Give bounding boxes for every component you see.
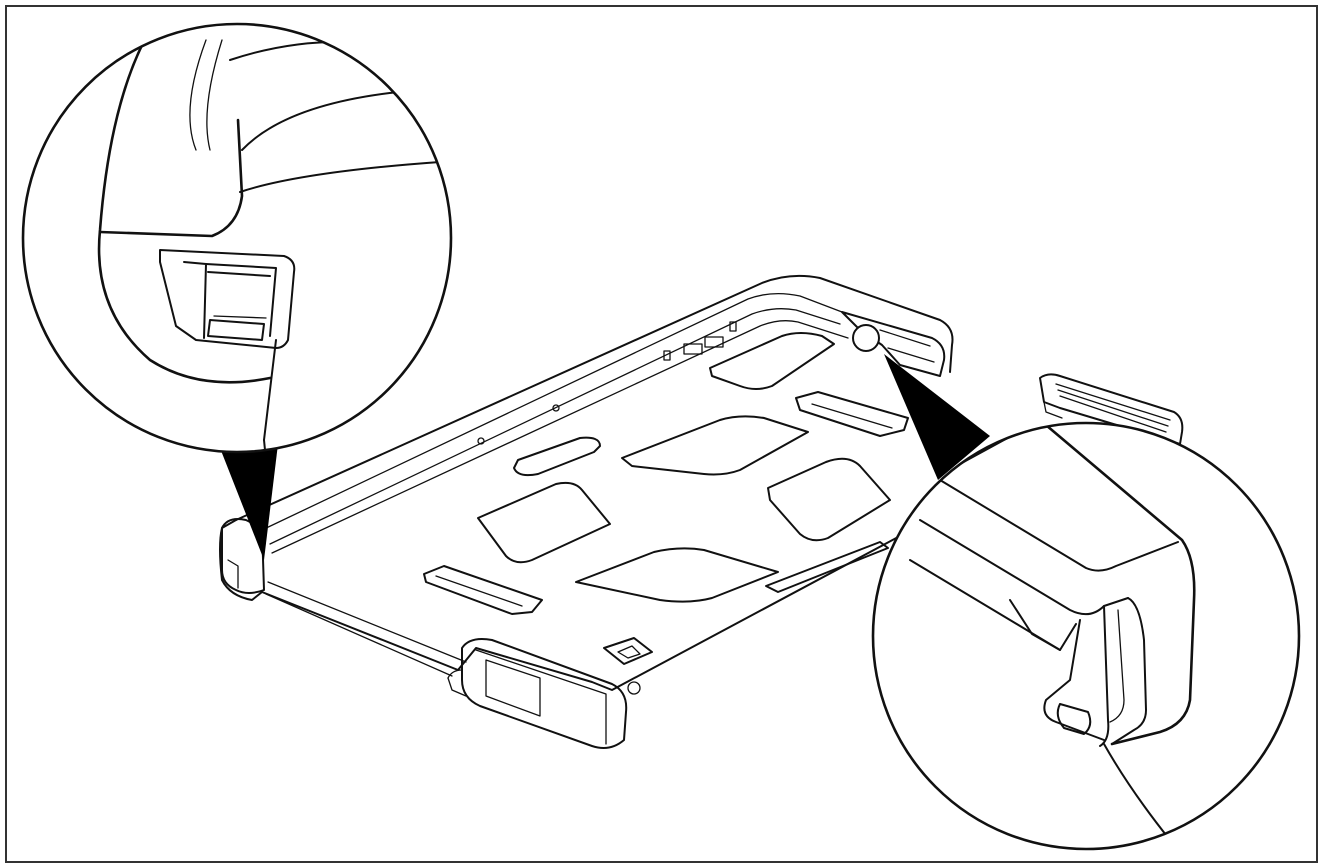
figure-border [5, 5, 1318, 863]
base-plate [219, 519, 931, 691]
front-clip [461, 638, 628, 749]
back-rail-inner-1 [261, 292, 843, 531]
left-corner-block [221, 518, 265, 594]
pointer-right [884, 354, 990, 480]
back-rail-inner-3 [271, 320, 849, 554]
base-cutouts [423, 332, 909, 665]
detail-callout-right [871, 421, 1301, 851]
back-rail [235, 274, 954, 521]
pointer-left [220, 444, 278, 560]
cradle-tray [219, 274, 1184, 749]
right-clip-piece [1039, 373, 1184, 445]
rail-marks [477, 321, 737, 445]
back-rail-inner-2 [269, 308, 841, 545]
detail-callout-left [21, 22, 453, 454]
back-right-latch [841, 311, 946, 377]
front-clip-window [485, 659, 541, 717]
latch-knob [852, 324, 880, 352]
